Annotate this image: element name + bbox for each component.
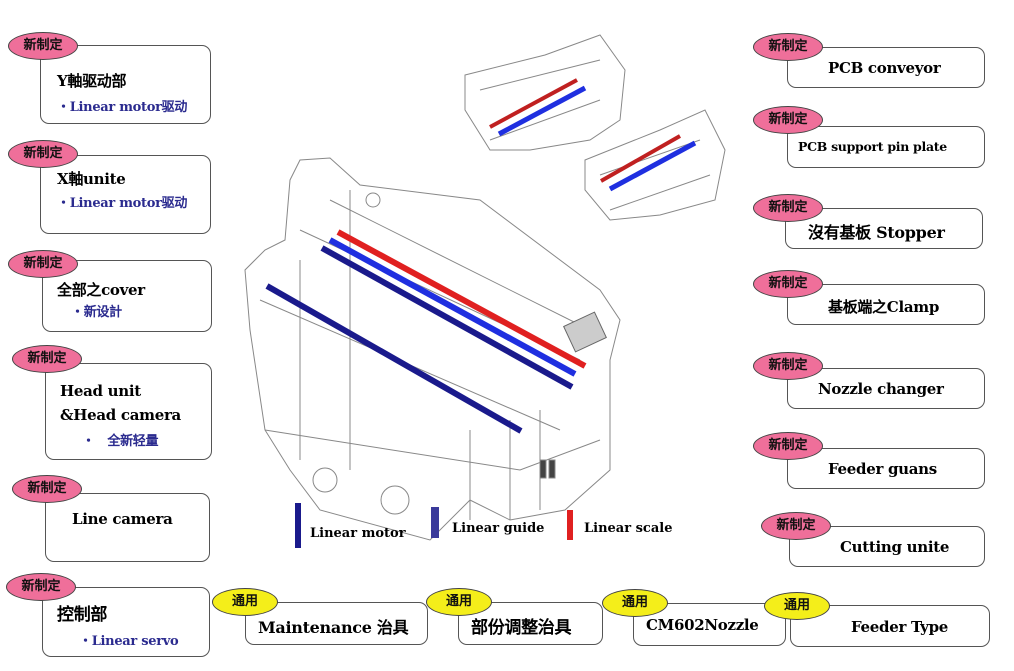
legend-swatch-linear-guide	[431, 507, 439, 538]
legend-swatch-linear-scale	[567, 510, 573, 540]
box-control-unit: 控制部 ・Linear servo	[42, 587, 210, 657]
box-title: Y軸驱动部	[57, 72, 127, 90]
box-title: PCB support pin plate	[798, 139, 947, 154]
box-pcb-conveyor: PCB conveyor	[787, 47, 985, 88]
new-badge: 新制定	[761, 512, 831, 540]
new-badge: 新制定	[753, 106, 823, 134]
new-badge: 新制定	[6, 573, 76, 601]
new-badge: 新制定	[753, 270, 823, 298]
box-subtitle: ・ 全新轻量	[82, 434, 159, 449]
general-badge: 通用	[602, 589, 668, 617]
general-badge: 通用	[764, 592, 830, 620]
box-title: Head unit	[60, 382, 141, 400]
box-title: Cutting unite	[840, 538, 950, 556]
box-y-axis-drive: Y軸驱动部 ・Linear motor驱动	[40, 45, 211, 124]
legend-label-linear-guide: Linear guide	[452, 521, 545, 536]
legend-label-linear-motor: Linear motor	[310, 526, 406, 541]
box-title: 控制部	[57, 605, 108, 625]
box-title: X軸unite	[57, 170, 126, 188]
new-badge: 新制定	[12, 345, 82, 373]
box-subtitle: ・Linear motor驱动	[57, 100, 188, 115]
rail-linear-guide-module-2	[608, 140, 697, 192]
box-title: CM602Nozzle	[646, 616, 759, 634]
box-title: 沒有基板 Stopper	[808, 223, 945, 242]
rail-linear-scale-module-2	[600, 134, 681, 183]
new-badge: 新制定	[753, 194, 823, 222]
new-badge: 新制定	[8, 250, 78, 278]
rail-linear-guide-module-1	[497, 85, 587, 137]
box-clamp: 基板端之Clamp	[787, 284, 985, 325]
legend-label-linear-scale: Linear scale	[584, 521, 673, 536]
box-line-camera: Line camera	[45, 493, 210, 562]
box-subtitle: ・Linear servo	[79, 634, 179, 649]
machine-body	[244, 157, 621, 541]
box-pcb-support-pin-plate: PCB support pin plate	[787, 126, 985, 168]
legend-swatch-linear-motor	[295, 503, 301, 548]
box-feeder-guans: Feeder guans	[787, 448, 985, 489]
box-maintenance-jig: Maintenance 治具	[245, 602, 428, 645]
box-title: Line camera	[72, 510, 173, 528]
box-subtitle: ・新设計	[71, 305, 122, 320]
box-x-axis-unit: X軸unite ・Linear motor驱动	[40, 155, 211, 234]
box-title: Maintenance 治具	[258, 618, 409, 637]
box-title: Feeder guans	[828, 460, 937, 478]
new-badge: 新制定	[753, 432, 823, 460]
conveyor-module-1	[464, 34, 626, 151]
box-title-line2: &Head camera	[60, 406, 181, 424]
new-badge: 新制定	[12, 475, 82, 503]
box-title: 部份调整治具	[471, 618, 572, 638]
rail-linear-motor-main-1	[320, 245, 574, 390]
box-title: 全部之cover	[57, 281, 145, 299]
box-title: PCB conveyor	[828, 59, 941, 77]
box-nozzle-changer: Nozzle changer	[787, 368, 985, 409]
new-badge: 新制定	[8, 32, 78, 60]
conveyor-module-2	[584, 109, 726, 221]
new-badge: 新制定	[8, 140, 78, 168]
rail-linear-motor-main-2	[265, 283, 523, 434]
box-head-unit: Head unit &Head camera ・ 全新轻量	[45, 363, 212, 460]
general-badge: 通用	[212, 588, 278, 616]
box-subtitle: ・Linear motor驱动	[57, 196, 188, 211]
box-title: Nozzle changer	[818, 380, 944, 398]
general-badge: 通用	[426, 588, 492, 616]
rail-linear-guide-main	[328, 237, 577, 377]
rail-linear-scale-main	[336, 229, 587, 369]
new-badge: 新制定	[753, 33, 823, 61]
rail-linear-scale-module-1	[489, 78, 578, 129]
box-title: 基板端之Clamp	[828, 298, 940, 316]
new-badge: 新制定	[753, 352, 823, 380]
box-title: Feeder Type	[851, 618, 949, 636]
